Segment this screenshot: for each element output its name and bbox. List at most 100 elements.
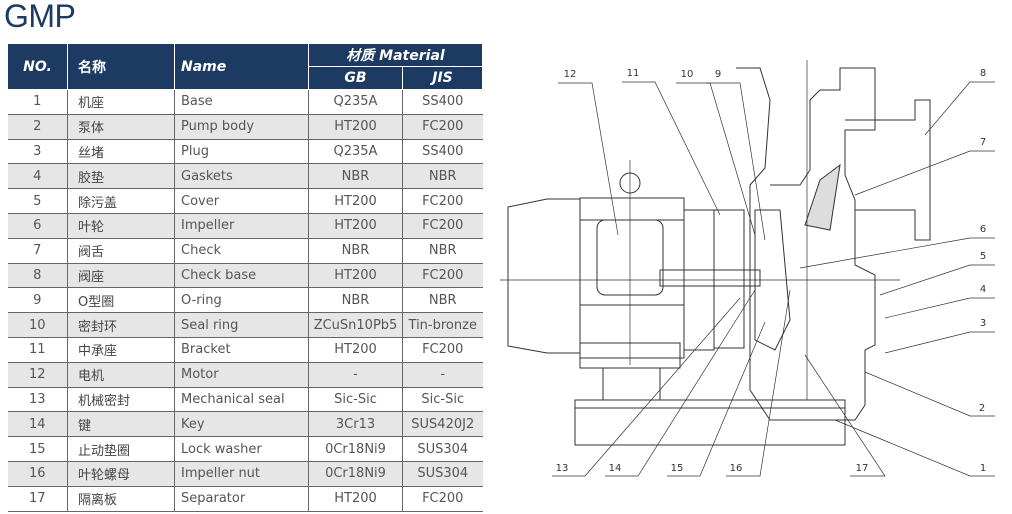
callout-label-7: 7	[980, 137, 986, 148]
cell-gb: NBR	[308, 287, 403, 314]
cell-name: Key	[174, 411, 309, 438]
cell-cn: 泵体	[67, 114, 175, 140]
cell-gb: NBR	[308, 238, 403, 264]
pump-body	[736, 67, 876, 421]
check-valve	[804, 163, 841, 231]
cell-name: Bracket	[174, 337, 309, 363]
cell-gb: NBR	[308, 163, 403, 190]
callout-leader-16	[726, 289, 791, 477]
cell-name: Separator	[174, 486, 309, 512]
cell-name: Check base	[174, 263, 309, 289]
cell-gb: Q235A	[308, 89, 403, 115]
cell-cn: 丝堵	[67, 139, 175, 165]
callout-label-6: 6	[980, 224, 986, 235]
callout-label-17: 17	[856, 463, 869, 474]
callout-label-5: 5	[980, 251, 986, 262]
cell-no: 4	[7, 163, 68, 190]
cell-no: 6	[7, 213, 68, 239]
cell-gb: -	[308, 362, 403, 388]
cell-cn: 阀座	[67, 263, 175, 289]
cell-jis: NBR	[402, 163, 483, 190]
callout-label-4: 4	[980, 284, 986, 295]
cell-cn: 止动垫圈	[67, 436, 175, 462]
cell-jis: NBR	[402, 287, 483, 314]
cell-no: 12	[7, 362, 68, 388]
callout-label-3: 3	[980, 318, 986, 329]
cell-name: Check	[174, 238, 309, 264]
cell-cn: 中承座	[67, 337, 175, 363]
check-base	[845, 99, 931, 241]
callout-leader-2	[864, 371, 995, 417]
callout-leader-4	[884, 297, 995, 319]
cell-cn: 机械密封	[67, 387, 175, 413]
cell-name: O-ring	[174, 287, 309, 314]
col-name: Name	[174, 43, 309, 90]
cell-no: 11	[7, 337, 68, 363]
col-jis: JIS	[402, 66, 483, 90]
cell-jis: FC200	[402, 114, 483, 140]
cell-no: 9	[7, 287, 68, 314]
callout-leader-17	[804, 354, 886, 477]
callout-leader-14	[605, 289, 756, 477]
cell-name: Impeller nut	[174, 461, 309, 487]
shaft	[659, 269, 761, 287]
cell-cn: 叶轮	[67, 213, 175, 239]
cell-jis: -	[402, 362, 483, 388]
cell-no: 3	[7, 139, 68, 165]
cell-no: 8	[7, 263, 68, 289]
callout-label-2: 2	[979, 403, 985, 414]
cell-no: 17	[7, 486, 68, 512]
cell-cn: 电机	[67, 362, 175, 388]
callout-leader-13	[552, 297, 741, 477]
cell-cn: 胶垫	[67, 163, 175, 190]
col-no: NO.	[7, 43, 68, 90]
callout-label-13: 13	[556, 463, 569, 474]
motor-body	[579, 197, 685, 359]
cell-name: Gaskets	[174, 163, 309, 190]
callout-leader-10	[676, 82, 756, 236]
callout-leader-12	[558, 82, 619, 236]
cell-name: Impeller	[174, 213, 309, 239]
callout-label-14: 14	[609, 463, 622, 474]
col-gb: GB	[308, 66, 403, 90]
cell-jis: NBR	[402, 238, 483, 264]
cell-no: 1	[7, 89, 68, 115]
cell-no: 16	[7, 461, 68, 487]
cell-jis: SS400	[402, 139, 483, 165]
cell-no: 7	[7, 238, 68, 264]
callout-leader-7	[854, 150, 995, 196]
cell-jis: FC200	[402, 188, 483, 214]
cell-gb: HT200	[308, 213, 403, 239]
col-material: 材质 Material	[308, 43, 483, 67]
cell-gb: Sic-Sic	[308, 387, 403, 413]
callout-leader-9	[706, 82, 766, 241]
cell-name: Mechanical seal	[174, 387, 309, 413]
callout-label-15: 15	[671, 463, 684, 474]
cell-cn: 阀舌	[67, 238, 175, 264]
cell-gb: HT200	[308, 337, 403, 363]
cell-jis: FC200	[402, 213, 483, 239]
cell-jis: SUS304	[402, 461, 483, 487]
cell-jis: Tin-bronze	[402, 312, 483, 338]
callout-label-8: 8	[980, 68, 986, 79]
cell-no: 10	[7, 312, 68, 338]
cell-cn: 叶轮螺母	[67, 461, 175, 487]
callout-leader-8	[924, 81, 995, 136]
motor-fan-cover	[507, 198, 581, 354]
cell-cn: 隔离板	[67, 486, 175, 512]
